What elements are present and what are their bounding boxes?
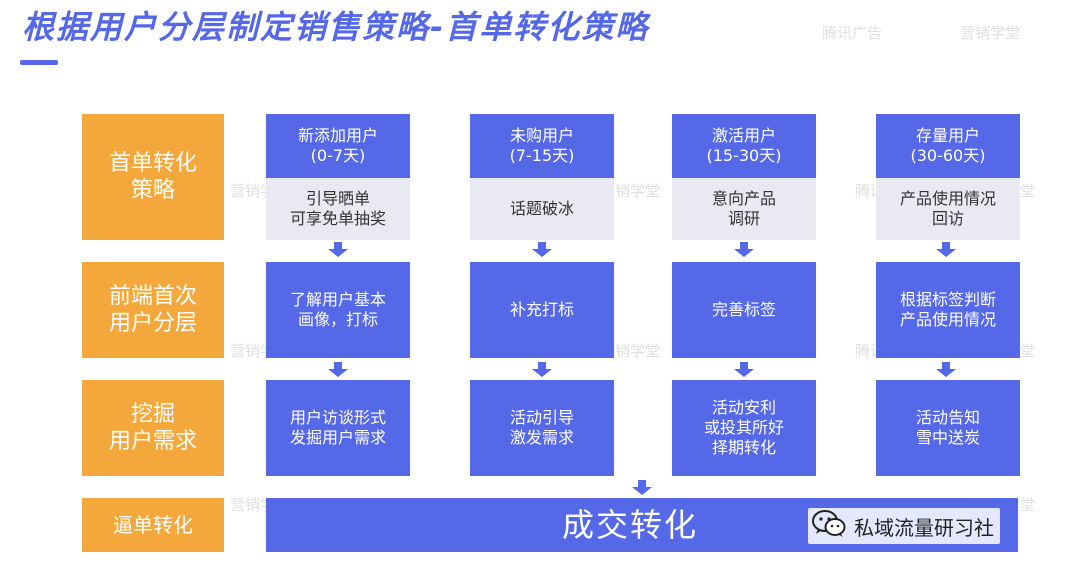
watermark-marketing-academy: 营销学堂 — [600, 182, 661, 200]
row-label-first-order-strategy: 首单转化 策略 — [82, 114, 224, 240]
strategy-box-unpurchased-users: 话题破冰 — [470, 178, 614, 240]
column-head-existing-users: 存量用户 (30-60天) — [876, 114, 1020, 178]
layering-box-activated-users: 完善标签 — [672, 262, 816, 358]
final-conversion-text: 成交转化 — [562, 506, 699, 544]
needs-box-existing-users: 活动告知 雪中送炭 — [876, 380, 1020, 476]
needs-box-activated-users: 活动安利 或投其所好 择期转化 — [672, 380, 816, 476]
layering-box-existing-users: 根据标签判断 产品使用情况 — [876, 262, 1020, 358]
row-label-user-layering: 前端首次 用户分层 — [82, 262, 224, 358]
column-head-new-users: 新添加用户 (0-7天) — [266, 114, 410, 178]
watermark-marketing-academy: 营销学堂 — [960, 24, 1021, 42]
strategy-box-activated-users: 意向产品 调研 — [672, 178, 816, 240]
watermark-tencent-ads: 腾讯广告 — [822, 24, 883, 42]
row-label-mine-needs: 挖掘 用户需求 — [82, 380, 224, 476]
needs-box-unpurchased-users: 活动引导 激发需求 — [470, 380, 614, 476]
strategy-box-new-users: 引导晒单 可享免单抽奖 — [266, 178, 410, 240]
brand-name: 私域流量研习社 — [854, 515, 994, 540]
strategy-box-existing-users: 产品使用情况 回访 — [876, 178, 1020, 240]
page-title: 根据用户分层制定销售策略-首单转化策略 — [22, 8, 650, 46]
row-label-push-conversion: 逼单转化 — [82, 498, 224, 552]
watermark-marketing-academy: 营销学堂 — [600, 342, 661, 360]
wechat-icon — [812, 510, 846, 542]
needs-box-new-users: 用户访谈形式 发掘用户需求 — [266, 380, 410, 476]
brand-badge: 私域流量研习社 — [808, 508, 1000, 544]
column-head-activated-users: 激活用户 (15-30天) — [672, 114, 816, 178]
title-underline — [20, 60, 58, 65]
layering-box-unpurchased-users: 补充打标 — [470, 262, 614, 358]
layering-box-new-users: 了解用户基本 画像，打标 — [266, 262, 410, 358]
column-head-unpurchased-users: 未购用户 (7-15天) — [470, 114, 614, 178]
